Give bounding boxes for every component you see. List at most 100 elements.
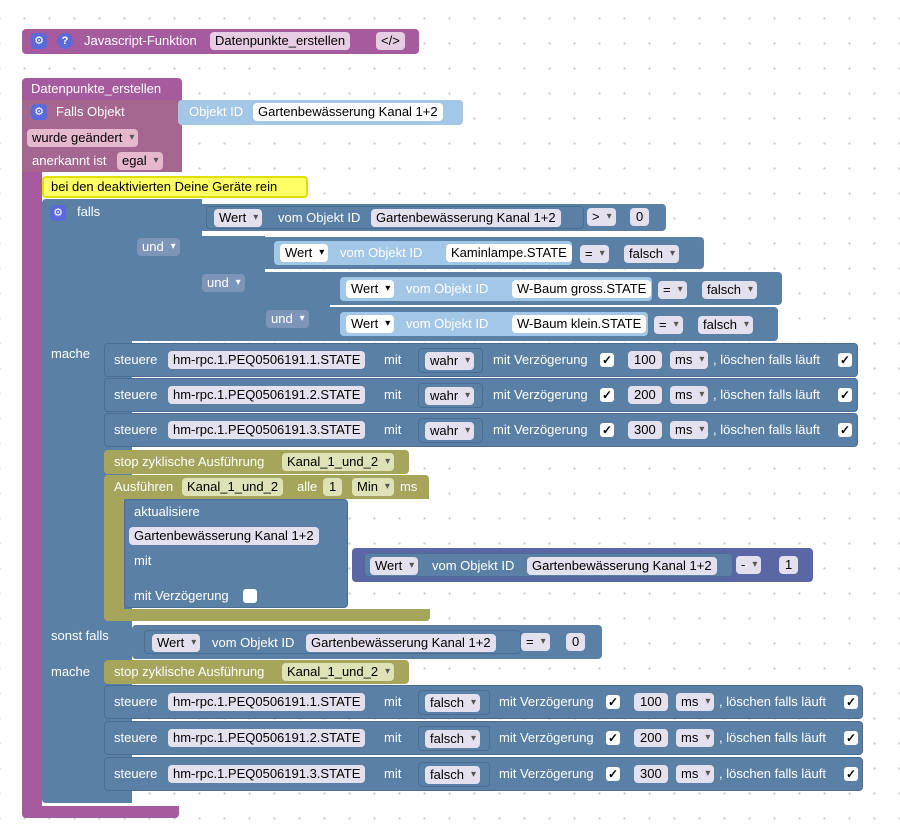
bool-dropdown[interactable]: wahr: [425, 387, 475, 405]
control-block-a2[interactable]: steuere hm-rpc.1.PEQ0506191.2.STATE mit …: [104, 378, 858, 412]
delay-field[interactable]: 100: [634, 693, 668, 711]
help-icon[interactable]: ?: [57, 33, 73, 49]
delay-checkbox[interactable]: ✓: [606, 731, 620, 745]
clear-checkbox[interactable]: ✓: [844, 767, 858, 781]
interval-field[interactable]: 1: [323, 478, 343, 496]
operator-dropdown[interactable]: =: [580, 245, 609, 263]
object-id-field[interactable]: Gartenbewässerung Kanal 1+2: [371, 209, 561, 227]
trigger-header[interactable]: Datenpunkte_erstellen: [22, 78, 182, 100]
update-block[interactable]: aktualisiere Gartenbewässerung Kanal 1+2…: [124, 499, 348, 608]
stop-cyclic-block-2[interactable]: stop zyklische Ausführung Kanal_1_und_2: [104, 660, 409, 684]
gear-icon[interactable]: ⚙: [50, 205, 66, 221]
clear-checkbox[interactable]: ✓: [838, 388, 852, 402]
object-id-field[interactable]: W-Baum gross.STATE: [512, 280, 652, 298]
operator-dropdown[interactable]: =: [521, 633, 550, 651]
objekt-id-field[interactable]: Gartenbewässerung Kanal 1+2: [253, 103, 443, 121]
value-block[interactable]: falsch: [418, 690, 490, 715]
stop-cyclic-block[interactable]: stop zyklische Ausführung Kanal_1_und_2: [104, 450, 409, 474]
value-block[interactable]: falsch: [418, 726, 490, 751]
state-id-field[interactable]: hm-rpc.1.PEQ0506191.3.STATE: [168, 765, 366, 783]
ms-dropdown[interactable]: ms: [670, 351, 709, 369]
ms-dropdown[interactable]: ms: [670, 386, 709, 404]
js-function-name-field[interactable]: Datenpunkte_erstellen: [210, 32, 351, 50]
control-block-a3[interactable]: steuere hm-rpc.1.PEQ0506191.3.STATE mit …: [104, 413, 858, 447]
unit-dropdown[interactable]: Min: [352, 478, 394, 496]
number-field[interactable]: 0: [630, 208, 650, 226]
ms-dropdown[interactable]: ms: [676, 693, 715, 711]
bool-dropdown[interactable]: wahr: [425, 422, 475, 440]
objekt-id-block[interactable]: Objekt ID Gartenbewässerung Kanal 1+2: [178, 100, 463, 125]
update-target-field[interactable]: Gartenbewässerung Kanal 1+2: [129, 527, 319, 545]
operator-dropdown[interactable]: =: [658, 281, 687, 299]
clear-checkbox[interactable]: ✓: [838, 353, 852, 367]
compare-block-2[interactable]: Wert vom Objekt ID Kaminlampe.STATE = fa…: [262, 237, 704, 269]
value-block[interactable]: wahr: [418, 383, 483, 408]
delay-checkbox[interactable]: ✓: [600, 388, 614, 402]
bool-dropdown[interactable]: wahr: [425, 352, 475, 370]
get-value-block-5[interactable]: Wert vom Objekt ID Gartenbewässerung Kan…: [364, 553, 733, 577]
and-block-outer[interactable]: [132, 199, 202, 341]
bool-dropdown[interactable]: falsch: [425, 694, 480, 712]
state-id-field[interactable]: hm-rpc.1.PEQ0506191.1.STATE: [168, 693, 366, 711]
bool-dropdown[interactable]: falsch: [425, 730, 480, 748]
control-block-b1[interactable]: steuere hm-rpc.1.PEQ0506191.1.STATE mit …: [104, 685, 863, 719]
compare-block-4[interactable]: Wert vom Objekt ID W-Baum klein.STATE = …: [326, 307, 778, 341]
compare-block-3[interactable]: Wert vom Objekt ID W-Baum gross.STATE = …: [326, 272, 782, 305]
delay-field[interactable]: 200: [628, 386, 662, 404]
stop-name-dropdown[interactable]: Kanal_1_und_2: [282, 663, 395, 681]
control-block-a1[interactable]: steuere hm-rpc.1.PEQ0506191.1.STATE mit …: [104, 343, 858, 377]
delay-checkbox[interactable]: ✓: [600, 353, 614, 367]
operator-dropdown[interactable]: >: [587, 208, 616, 226]
delay-field[interactable]: 100: [628, 351, 662, 369]
state-id-field[interactable]: hm-rpc.1.PEQ0506191.1.STATE: [168, 351, 366, 369]
get-value-block-4[interactable]: Wert vom Objekt ID W-Baum klein.STATE: [340, 312, 648, 336]
stop-name-dropdown[interactable]: Kanal_1_und_2: [282, 453, 395, 471]
state-id-field[interactable]: hm-rpc.1.PEQ0506191.2.STATE: [168, 729, 366, 747]
code-button[interactable]: </>: [376, 32, 405, 50]
state-id-field[interactable]: hm-rpc.1.PEQ0506191.3.STATE: [168, 421, 366, 439]
bool-dropdown[interactable]: falsch: [425, 766, 480, 784]
value-block[interactable]: wahr: [418, 348, 483, 373]
wert-dropdown[interactable]: Wert: [152, 634, 201, 652]
wert-dropdown[interactable]: Wert: [280, 244, 329, 262]
ms-dropdown[interactable]: ms: [676, 765, 715, 783]
compare-block-1[interactable]: Wert vom Objekt ID Gartenbewässerung Kan…: [196, 204, 666, 231]
bool-dropdown[interactable]: falsch: [698, 316, 753, 334]
compare-block-5[interactable]: Wert vom Objekt ID Gartenbewässerung Kan…: [132, 625, 602, 659]
wert-dropdown[interactable]: Wert: [370, 557, 419, 575]
state-id-field[interactable]: hm-rpc.1.PEQ0506191.2.STATE: [168, 386, 366, 404]
delay-field[interactable]: 300: [634, 765, 668, 783]
clear-checkbox[interactable]: ✓: [844, 695, 858, 709]
and-block-inner[interactable]: [262, 272, 330, 341]
ms-dropdown[interactable]: ms: [670, 421, 709, 439]
bool-dropdown[interactable]: falsch: [702, 281, 757, 299]
delay-checkbox[interactable]: ✓: [600, 423, 614, 437]
object-id-field[interactable]: Gartenbewässerung Kanal 1+2: [527, 557, 717, 575]
get-value-block-3[interactable]: Wert vom Objekt ID W-Baum gross.STATE: [340, 277, 652, 301]
minus-block[interactable]: Wert vom Objekt ID Gartenbewässerung Kan…: [352, 548, 813, 582]
js-function-block[interactable]: ⚙ ? Javascript-Funktion Datenpunkte_erst…: [22, 29, 419, 54]
clear-checkbox[interactable]: ✓: [844, 731, 858, 745]
operator-dropdown[interactable]: =: [654, 316, 683, 334]
delay-checkbox[interactable]: ✓: [606, 695, 620, 709]
number-field[interactable]: 0: [566, 633, 586, 651]
update-delay-checkbox[interactable]: [243, 589, 257, 603]
value-block[interactable]: wahr: [418, 418, 483, 443]
minus-number-field[interactable]: 1: [779, 556, 799, 574]
bool-dropdown[interactable]: falsch: [624, 245, 679, 263]
get-value-block-1[interactable]: Wert vom Objekt ID Gartenbewässerung Kan…: [206, 206, 584, 229]
and-dropdown-3[interactable]: und: [266, 310, 309, 328]
ms-dropdown[interactable]: ms: [676, 729, 715, 747]
wert-dropdown[interactable]: Wert: [346, 315, 395, 333]
object-id-field[interactable]: W-Baum klein.STATE: [512, 315, 647, 333]
wert-dropdown[interactable]: Wert: [346, 280, 395, 298]
gear-icon[interactable]: ⚙: [31, 104, 47, 120]
math-op-dropdown[interactable]: -: [736, 556, 762, 574]
delay-checkbox[interactable]: ✓: [606, 767, 620, 781]
control-block-b2[interactable]: steuere hm-rpc.1.PEQ0506191.2.STATE mit …: [104, 721, 863, 755]
and-dropdown-1[interactable]: und: [137, 238, 180, 256]
object-id-field[interactable]: Gartenbewässerung Kanal 1+2: [306, 634, 496, 652]
delay-field[interactable]: 300: [628, 421, 662, 439]
get-value-block-2[interactable]: Wert vom Objekt ID Kaminlampe.STATE: [274, 241, 572, 265]
and-dropdown-2[interactable]: und: [202, 274, 245, 292]
